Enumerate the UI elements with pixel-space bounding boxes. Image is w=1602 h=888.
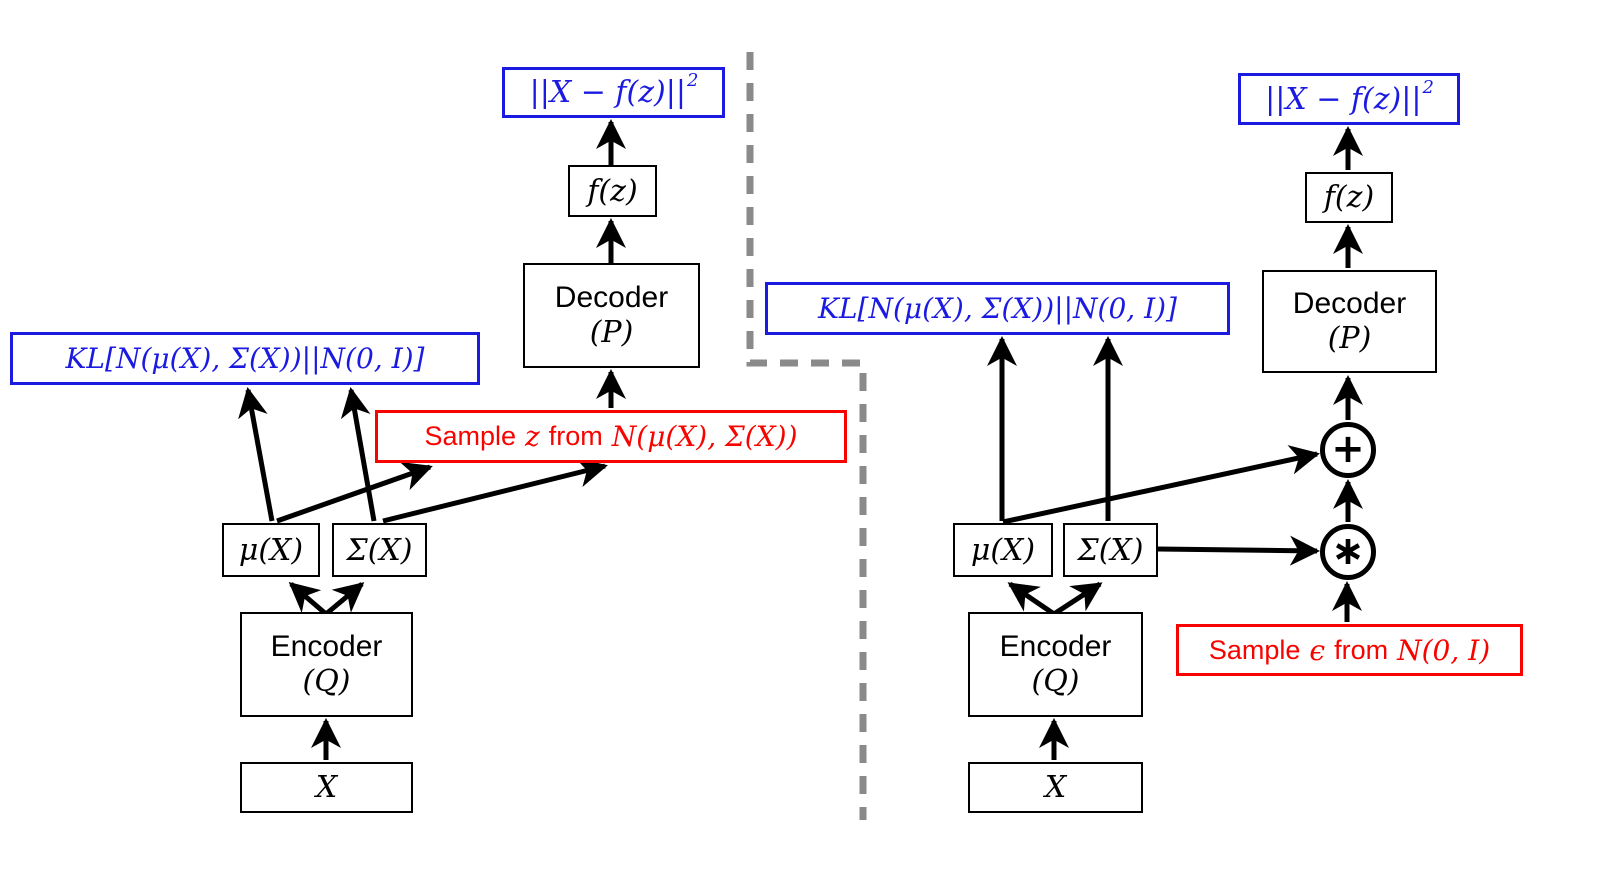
plus-icon: + [1331, 426, 1365, 472]
input-x-label: X [315, 770, 338, 805]
sample-variable: ϵ [1309, 633, 1326, 667]
encoder-box-left: Encoder (Q) [240, 612, 413, 717]
arrow-encoder-to-sigma-right [1052, 581, 1103, 617]
kl-divergence-box-left: KL[N(μ(X), Σ(X))||N(0, I)] [10, 332, 480, 385]
encoder-title: Encoder [999, 630, 1112, 663]
dashed-divider [746, 52, 867, 820]
sample-distribution: N(μ(X), Σ(X)) [611, 420, 798, 453]
sample-word2: from [548, 421, 603, 451]
mu-box-right: μ(X) [953, 523, 1053, 577]
loss-formula: ||X − f(z)|| [529, 75, 686, 110]
sigma-box-right: Σ(X) [1063, 523, 1158, 577]
fz-box-right: f(z) [1305, 172, 1393, 223]
sigma-label: Σ(X) [346, 532, 413, 568]
sample-z-box: Sample z from N(μ(X), Σ(X)) [375, 410, 847, 463]
sigma-label: Σ(X) [1077, 532, 1144, 568]
fz-box-left: f(z) [568, 165, 657, 217]
encoder-title: Encoder [270, 630, 383, 663]
kl-formula: KL[N(μ(X), Σ(X))||N(0, I)] [818, 292, 1177, 325]
sample-variable: z [525, 420, 540, 453]
input-x-box-right: X [968, 762, 1143, 813]
sample-epsilon-box: Sample ϵ from N(0, I) [1176, 624, 1523, 676]
arrow-sigma-to-multiply [1157, 535, 1320, 566]
decoder-title: Decoder [1292, 287, 1407, 320]
kl-formula: KL[N(μ(X), Σ(X))||N(0, I)] [65, 342, 425, 375]
plus-node: + [1320, 422, 1376, 478]
multiply-node: ∗ [1320, 524, 1376, 580]
kl-divergence-box-right: KL[N(μ(X), Σ(X))||N(0, I)] [765, 282, 1230, 335]
loss-exponent: 2 [1422, 76, 1434, 98]
fz-label: f(z) [587, 173, 638, 209]
arrow-mu-to-kl-left [238, 387, 275, 522]
fz-label: f(z) [1323, 180, 1375, 215]
arrow-sigma-to-sample-left [382, 457, 608, 524]
decoder-box-right: Decoder (P) [1262, 270, 1437, 373]
input-x-label: X [1044, 770, 1067, 805]
decoder-symbol: (P) [1327, 320, 1372, 356]
encoder-symbol: (Q) [1031, 663, 1080, 699]
input-x-box-left: X [240, 762, 413, 813]
reconstruction-loss-box-left: ||X − f(z)||2 [502, 67, 725, 118]
loss-formula: ||X − f(z)|| [1265, 81, 1422, 117]
arrow-encoder-to-mu-right [1007, 581, 1056, 617]
arrow-encoder-to-mu-left [288, 582, 328, 616]
arrow-encoder-to-sigma-left [324, 582, 365, 616]
sample-word2: from [1334, 634, 1389, 665]
sigma-box-left: Σ(X) [332, 523, 427, 577]
sample-word1: Sample [1208, 634, 1301, 665]
arrow-mu-to-sample-left [276, 461, 433, 524]
multiply-icon: ∗ [1331, 528, 1365, 574]
sample-distribution: N(0, I) [1397, 633, 1491, 667]
decoder-symbol: (P) [589, 314, 634, 350]
mu-label: μ(X) [970, 532, 1036, 568]
reconstruction-loss-box-right: ||X − f(z)||2 [1238, 73, 1460, 125]
arrow-mu-to-plus [1002, 445, 1320, 525]
encoder-symbol: (Q) [302, 663, 351, 699]
arrow-sigma-to-kl-left [340, 387, 377, 522]
decoder-box-left: Decoder (P) [523, 263, 700, 368]
sample-word1: Sample [424, 421, 517, 451]
mu-box-left: μ(X) [222, 523, 320, 577]
mu-label: μ(X) [238, 532, 304, 568]
encoder-box-right: Encoder (Q) [968, 612, 1143, 717]
loss-exponent: 2 [686, 70, 699, 91]
decoder-title: Decoder [554, 281, 669, 314]
